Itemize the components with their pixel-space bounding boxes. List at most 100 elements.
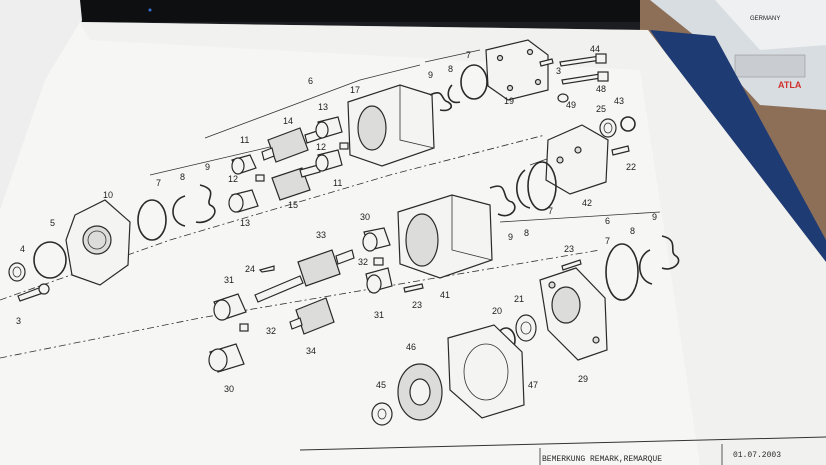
key xyxy=(258,265,275,273)
bolt-hole xyxy=(592,336,600,344)
brochure-germany-label: GERMANY xyxy=(750,16,780,22)
bolt-head xyxy=(595,53,607,64)
callout-41: 41 xyxy=(440,290,450,300)
pin xyxy=(255,174,265,182)
drive-gear xyxy=(297,249,341,287)
callout-32: 32 xyxy=(266,326,276,336)
screw-head xyxy=(38,283,50,295)
bushing-face xyxy=(315,154,329,172)
screw xyxy=(539,58,554,67)
callout-12: 12 xyxy=(316,142,326,152)
gear-shaft xyxy=(299,164,321,178)
shaft-seal-inner xyxy=(603,122,613,134)
shaft-seal xyxy=(599,118,617,138)
bolt-hole xyxy=(548,281,556,289)
gear xyxy=(271,167,311,201)
gear-shaft xyxy=(289,317,303,330)
bolt-hole xyxy=(496,54,504,62)
o-ring xyxy=(460,64,488,100)
callout-22: 22 xyxy=(626,162,636,172)
callout-9: 9 xyxy=(205,162,210,172)
backup-ring xyxy=(516,169,531,209)
bolt-hole xyxy=(556,156,564,164)
brochure-truck-photo xyxy=(734,54,806,78)
callout-6: 6 xyxy=(308,76,313,86)
callout-6: 6 xyxy=(605,216,610,226)
front-cover xyxy=(545,124,609,195)
o-ring xyxy=(605,243,639,301)
callout-8: 8 xyxy=(180,172,185,182)
footer-date: 01.07.2003 xyxy=(733,451,781,460)
seal-ring xyxy=(195,184,216,224)
callout-13: 13 xyxy=(318,102,328,112)
bolt-hole xyxy=(526,48,534,56)
housing-bore xyxy=(357,105,387,151)
seal-ring xyxy=(661,235,680,270)
callout-8: 8 xyxy=(524,228,529,238)
callout-31: 31 xyxy=(374,310,384,320)
callout-29: 29 xyxy=(578,374,588,384)
bushing-face xyxy=(228,193,244,213)
bushing-face xyxy=(213,299,231,321)
bushing-face xyxy=(315,121,329,139)
screw xyxy=(611,145,630,156)
callout-19: 19 xyxy=(504,96,514,106)
callout-8: 8 xyxy=(448,64,453,74)
callout-44: 44 xyxy=(590,44,600,54)
callout-24: 24 xyxy=(245,264,255,274)
callout-labels: 3 4 5 10 7 8 9 11 12 13 14 15 13 12 11 6… xyxy=(16,44,657,394)
bolt-hole xyxy=(506,84,514,92)
gasket xyxy=(447,324,525,419)
monitor-bezel xyxy=(80,0,640,22)
bushing-face xyxy=(208,348,228,372)
o-ring xyxy=(527,161,557,211)
hex-nut-bore xyxy=(377,408,387,420)
callout-10: 10 xyxy=(103,190,113,200)
callout-30: 30 xyxy=(224,384,234,394)
bracket-line xyxy=(204,64,421,139)
cover-bore xyxy=(82,225,112,255)
callout-7: 7 xyxy=(605,236,610,246)
brochure-cover xyxy=(715,0,826,50)
cover-bore-inner xyxy=(87,230,107,250)
callout-23: 23 xyxy=(412,300,422,310)
shaft-seal xyxy=(8,262,26,282)
o-ring xyxy=(137,199,167,241)
callout-45: 45 xyxy=(376,380,386,390)
rear-cover xyxy=(485,39,549,101)
callout-46: 46 xyxy=(406,342,416,352)
callout-49: 49 xyxy=(566,100,576,110)
callout-23: 23 xyxy=(564,244,574,254)
callout-33: 33 xyxy=(316,230,326,240)
gasket-opening xyxy=(463,343,509,401)
callout-25: 25 xyxy=(596,104,606,114)
callout-15: 15 xyxy=(288,200,298,210)
gear-hub xyxy=(409,378,431,406)
flange-bore xyxy=(551,286,581,324)
shaft-seal-inner xyxy=(12,266,22,278)
callout-13: 13 xyxy=(240,218,250,228)
callout-42: 42 xyxy=(582,198,592,208)
callout-30: 30 xyxy=(360,212,370,222)
page-shading xyxy=(80,22,826,465)
callout-34: 34 xyxy=(306,346,316,356)
callout-47: 47 xyxy=(528,380,538,390)
callout-9: 9 xyxy=(652,212,657,222)
dowel-pin xyxy=(561,259,582,271)
footer-remark: BEMERKUNG REMARK,REMARQUE xyxy=(542,455,662,464)
callout-9: 9 xyxy=(428,70,433,80)
callout-7: 7 xyxy=(466,50,471,60)
housing-edge xyxy=(399,85,435,149)
drive-shaft xyxy=(254,275,304,303)
monitor-led xyxy=(148,8,152,12)
backup-ring xyxy=(638,249,653,285)
backup-ring xyxy=(447,84,461,104)
retaining-ring xyxy=(620,116,636,132)
washer xyxy=(557,93,569,103)
callout-20: 20 xyxy=(492,306,502,316)
callout-11: 11 xyxy=(240,135,249,145)
shaft-seal-inner xyxy=(520,321,532,335)
gear-shaft xyxy=(335,249,355,265)
